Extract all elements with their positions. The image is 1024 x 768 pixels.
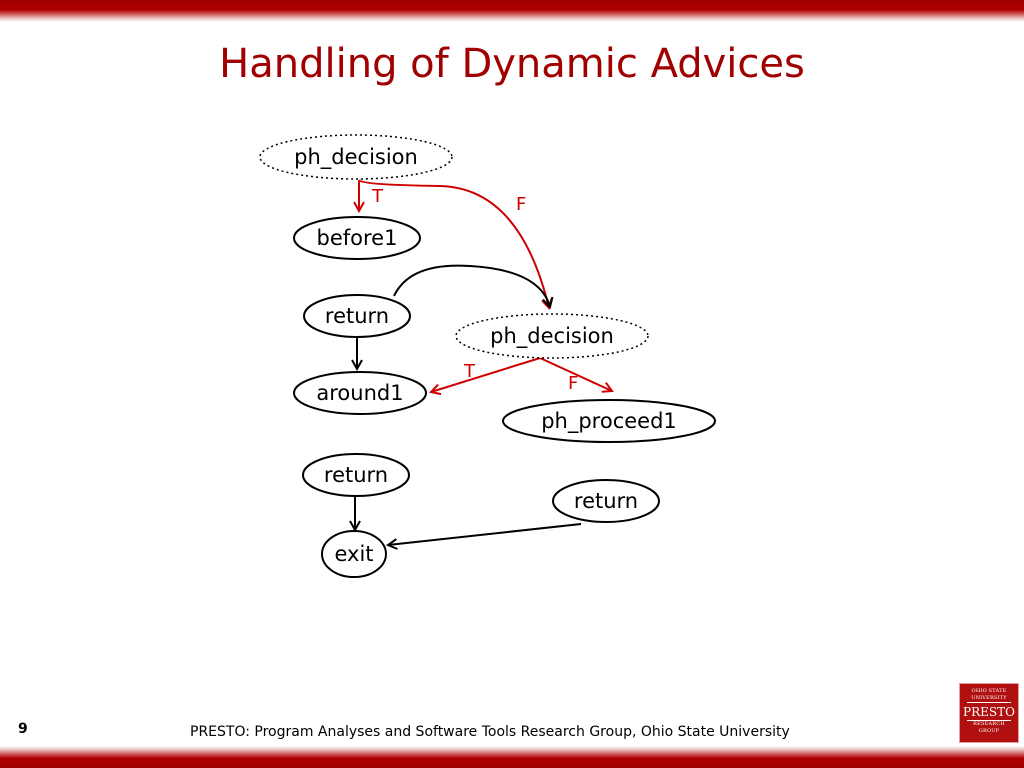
edge-label-t-1: T	[371, 186, 384, 207]
node-label: around1	[316, 381, 403, 405]
node-label: return	[574, 489, 638, 513]
node-label: ph_proceed1	[541, 409, 677, 434]
node-return-3: return	[552, 479, 660, 523]
node-label: ph_decision	[490, 324, 614, 349]
logo-rule	[967, 720, 1011, 721]
edge-return-3-to-exit	[388, 523, 582, 545]
slide-number: 9	[18, 721, 28, 737]
node-ph-decision-1: ph_decision	[259, 134, 453, 180]
node-label: ph_decision	[294, 145, 418, 170]
slide-title: Handling of Dynamic Advices	[219, 41, 805, 87]
logo-line-group: GROUP	[978, 728, 1000, 734]
node-return-2: return	[302, 453, 410, 497]
footer-text: PRESTO: Program Analyses and Software To…	[190, 724, 790, 740]
node-exit: exit	[321, 530, 387, 578]
edges	[355, 179, 612, 545]
node-label: exit	[334, 542, 373, 566]
edge-ph-decision-2-to-around1	[431, 357, 541, 392]
logo-line-research: RESEARCH	[973, 721, 1005, 727]
logo-line-ohio-state: OHIO STATE	[971, 688, 1007, 694]
edge-ph-decision-2-to-ph-proceed1	[539, 357, 612, 391]
logo-rule	[967, 702, 1011, 703]
node-before1: before1	[293, 216, 421, 260]
node-ph-decision-2: ph_decision	[455, 313, 649, 359]
logo-line-university: UNIVERSITY	[971, 695, 1007, 701]
edge-return-1-to-ph-decision-2	[393, 264, 550, 307]
edge-label-f-2: F	[568, 373, 578, 394]
edge-labels: T F T F	[371, 186, 578, 394]
node-label: before1	[317, 226, 398, 250]
edge-label-f-1: F	[516, 194, 526, 215]
edge-ph-decision-1-to-ph-decision-2	[358, 179, 549, 308]
node-label: return	[324, 463, 388, 487]
presto-logo: OHIO STATE UNIVERSITY PRESTO RESEARCH GR…	[959, 683, 1019, 743]
node-return-1: return	[303, 294, 411, 338]
logo-presto: PRESTO	[963, 705, 1015, 719]
edge-label-t-2: T	[463, 361, 476, 382]
node-label: return	[325, 304, 389, 328]
node-ph-proceed1: ph_proceed1	[502, 399, 716, 443]
bottom-banner	[0, 746, 1024, 768]
node-around1: around1	[293, 371, 427, 415]
top-banner	[0, 0, 1024, 22]
